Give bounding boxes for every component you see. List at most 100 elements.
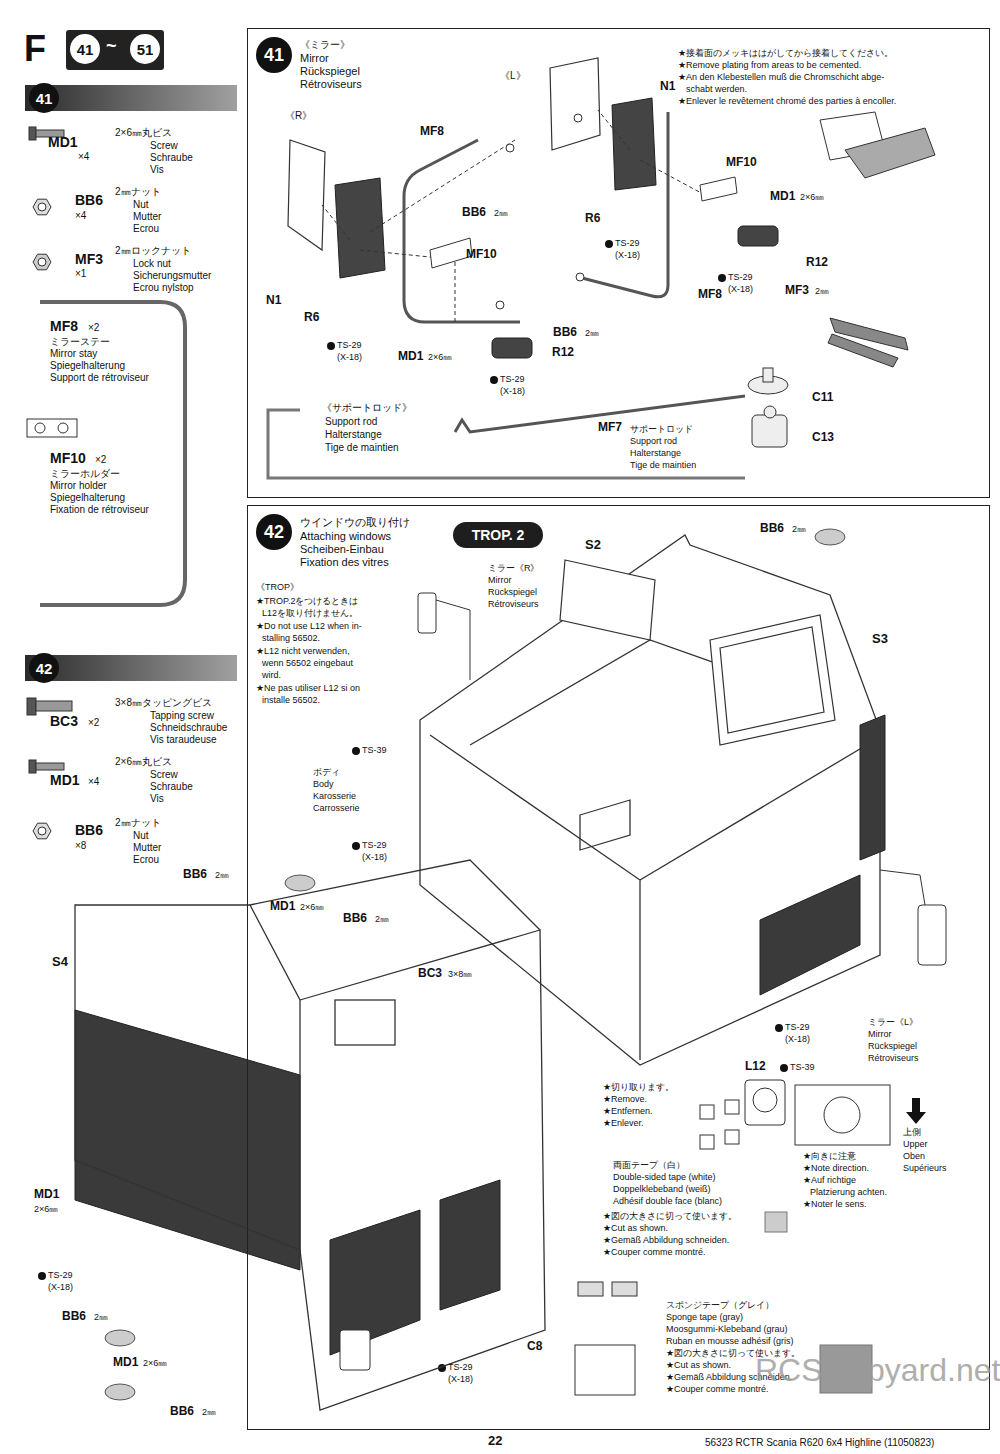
annotation-text: ★Ne pas utiliser L12 si on	[256, 683, 360, 693]
step-title: Attaching windows	[300, 530, 391, 543]
annotation-text: ×4	[88, 776, 99, 788]
annotation-text: ×4	[78, 151, 89, 163]
mirror-holder	[506, 144, 514, 152]
annotation-text: ×2	[88, 322, 99, 334]
annotation-text: Spiegelhalterung	[50, 360, 125, 372]
annotation-text: 2×6㎜	[34, 1204, 58, 1214]
mirror-housing	[612, 98, 656, 190]
part-code: C13	[812, 431, 834, 445]
direction-arrow	[906, 1098, 926, 1124]
annotation-text: Screw	[150, 769, 178, 781]
part-icon	[38, 827, 46, 835]
side-mirror	[340, 1330, 370, 1370]
part-code: MF3	[785, 284, 809, 298]
step-bar: 41	[25, 85, 237, 111]
part-code: BC3	[418, 967, 442, 981]
annotation-text: TS-39	[790, 1062, 815, 1072]
annotation-text: 56323 RCTR Scania R620 6x4 Highline (110…	[705, 1437, 934, 1449]
part-code: MD1	[770, 190, 795, 204]
annotation-text: Karosserie	[313, 791, 356, 801]
option-badge: TROP. 2	[453, 522, 543, 548]
annotation-text: ミラーステー	[50, 336, 110, 348]
annotation-text: 《TROP》	[256, 582, 299, 592]
annotation-text: ★Remove.	[603, 1094, 647, 1104]
annotation-text: 3×8㎜	[448, 969, 472, 979]
paint-marker	[775, 1024, 783, 1032]
mirror-holder	[700, 177, 737, 201]
step-number: 41	[29, 83, 59, 113]
mirror-holder	[496, 301, 504, 309]
step-number: 41	[70, 34, 100, 64]
annotation-text: ★Couper comme montré.	[603, 1247, 706, 1257]
part-code: L12	[745, 1060, 766, 1074]
step-title: Mirror	[300, 52, 329, 65]
step-title: 《ミラー》	[300, 39, 350, 51]
window-glass	[560, 560, 655, 640]
annotation-text: 2×6㎜	[143, 1358, 167, 1368]
annotation-text: ★Do not use L12 when in-	[256, 621, 362, 631]
part-code: MD1	[113, 1356, 138, 1370]
annotation-text: Sicherungsmutter	[133, 270, 211, 282]
annotation-text: Ecrou	[133, 854, 159, 866]
side-mirror	[418, 593, 436, 633]
annotation-text: 2×6㎜丸ビス	[115, 127, 172, 139]
annotation-text: (X-18)	[337, 352, 362, 362]
side-panel	[440, 1180, 500, 1310]
part-icon	[36, 701, 72, 711]
annotation-text: 2㎜ナット	[115, 817, 161, 829]
nut-tray	[105, 1384, 135, 1400]
annotation-text: 2㎜	[215, 870, 229, 880]
annotation-text: ★Remove plating from areas to be cemente…	[678, 60, 861, 70]
annotation-text: Lock nut	[133, 258, 171, 270]
part-icon	[38, 203, 46, 211]
annotation-text: ★Entfernen.	[603, 1106, 653, 1116]
annotation-text: ★Note direction.	[803, 1163, 869, 1173]
annotation-text: Rückspiegel	[488, 587, 537, 597]
part-code: BB6	[462, 206, 486, 220]
part-icon	[36, 763, 64, 770]
annotation-text: スポンジテープ（グレイ）	[666, 1300, 774, 1310]
side-mirror	[340, 593, 946, 1370]
annotation-text: 2㎜	[585, 328, 599, 338]
annotation-text: Vis	[150, 164, 164, 176]
rear-cab	[75, 905, 300, 1250]
annotation-text: 《サポートロッド》	[322, 402, 412, 414]
section-header: F41~51	[20, 28, 165, 72]
assembly-guide	[360, 250, 440, 258]
part-code: R12	[552, 346, 574, 360]
annotation-text: Support rod	[630, 436, 677, 446]
annotation-text: (X-18)	[500, 386, 525, 396]
step-title: F	[24, 28, 46, 69]
step-title: Scheiben-Einbau	[300, 543, 384, 556]
annotation-text: ★Auf richtige	[803, 1175, 856, 1185]
part-code: S2	[585, 538, 601, 553]
header-plate	[66, 30, 164, 70]
annotation-text: Spiegelhalterung	[50, 492, 125, 504]
step-title: Rétroviseurs	[300, 78, 362, 91]
step-title: Fixation des vitres	[300, 556, 389, 569]
annotation-text: 2×6㎜丸ビス	[115, 756, 172, 768]
small-part	[824, 1097, 860, 1133]
annotation-text: Support de rétroviseur	[50, 372, 149, 384]
annotation-text: 上側	[903, 1127, 921, 1137]
knob-part	[763, 368, 773, 382]
annotation-text: Body	[313, 779, 334, 789]
annotation-text: 両面テープ（白）	[613, 1160, 685, 1170]
annotation-text: TS-39	[362, 745, 387, 755]
annotation-text: Halterstange	[325, 429, 382, 441]
part-code: S3	[872, 632, 888, 647]
annotation-text: TS-29	[48, 1270, 73, 1280]
mirror-housing	[492, 338, 532, 358]
annotation-text: 2㎜ナット	[115, 186, 161, 198]
annotation-text: ×8	[75, 840, 86, 852]
tape-swatch	[765, 1212, 787, 1232]
cab-body	[640, 740, 875, 880]
step-title: ~	[106, 36, 117, 57]
annotation-text: ★L12 nicht verwenden,	[256, 646, 350, 656]
small-part	[700, 1105, 714, 1119]
part-code: C8	[527, 1340, 542, 1354]
annotation-text: ミラー《R》	[488, 563, 540, 573]
annotation-text: ボディ	[313, 767, 340, 777]
annotation-text: 2㎜	[375, 914, 389, 924]
annotation-text: wenn 56502 eingebaut	[262, 658, 353, 668]
